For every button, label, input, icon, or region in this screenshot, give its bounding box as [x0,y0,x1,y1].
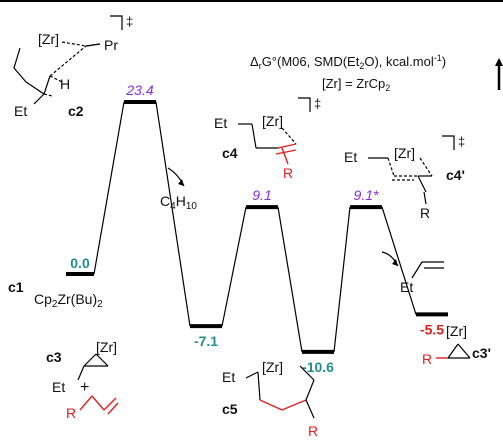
structure-c4-prime: Et [Zr] R c4' ‡ [344,134,465,221]
c5-r-label: R [308,423,318,439]
c5-zr-label: [Zr] [262,359,283,375]
butane-formula: C4H10 [160,193,197,212]
c3-plus: + [80,379,89,396]
c4p-label: c4' [446,167,465,183]
c4-label: c4 [222,145,238,161]
c4-dagger: ‡ [314,96,321,111]
level-value-TS-c4': 9.1* [354,187,379,203]
c3-r-label: R [66,405,76,421]
c5-label: c5 [222,401,238,417]
c1-label: c1 [8,279,24,295]
structure-c4: Et [Zr] R c4 ‡ [214,96,321,181]
c2-label: c2 [68,103,84,119]
structure-c1: c1 Cp2Zr(Bu)2 [8,279,103,310]
level-value-c3': -5.5 [420,321,444,337]
level-value-c1: 0.0 [70,255,90,271]
method-label: ΔrG°(M06, SMD(Et2O), kcal.mol-1) [250,53,446,71]
alkene-release: Et [381,251,444,295]
butene-et-label: Et [400,279,413,295]
c1-formula: Cp2Zr(Bu)2 [34,291,103,310]
level-value-TS-c2: 23.4 [125,82,153,98]
c3p-label: c3' [472,345,491,361]
structure-c3: c3 [Zr] Et + R [46,339,119,421]
c4p-zr-label: [Zr] [394,145,415,161]
c4p-r-label: R [420,205,430,221]
c3-label: c3 [46,349,62,365]
c4p-dagger: ‡ [458,134,465,149]
c2-pr-label: Pr [104,37,118,53]
connector-5 [381,206,417,315]
c3-zr-label: [Zr] [96,339,117,355]
level-value-c3: -7.1 [194,333,218,349]
c3p-r-label: R [422,351,432,367]
level-value-TS-c4: 9.1 [252,187,271,203]
level-value-c5: -10.6 [302,359,334,375]
structure-c3-prime: [Zr] R c3' [422,323,491,367]
c4-r-label: R [283,165,293,181]
structure-c2: [Zr] Pr H Et c2 ‡ [13,14,133,119]
c2-h-label: H [60,76,70,92]
zr-definition: [Zr] = ZrCp2 [322,76,390,93]
c4-et-label: Et [214,115,227,131]
structure-c5: Et [Zr] R c5 [222,359,318,439]
c3p-zr-label: [Zr] [446,323,467,339]
connector-1 [155,101,191,327]
c4-zr-label: [Zr] [262,113,283,129]
energy-axis-arrowhead [495,58,503,66]
connector-4 [333,207,351,352]
butane-release: C4H10 [160,167,197,212]
c2-dagger: ‡ [126,14,133,29]
connector-3 [277,207,303,353]
c3-et-label: Et [52,379,65,395]
c5-et-label: Et [222,369,235,385]
c4p-et-label: Et [344,149,357,165]
connector-2 [221,206,247,327]
energy-levels: 0.0 23.4 -7.1 9.1 -10.6 9.1* -5.5 [66,82,448,375]
c2-zr-label: [Zr] [38,31,59,47]
c2-et-label: Et [14,103,27,119]
connector-0 [93,101,125,275]
